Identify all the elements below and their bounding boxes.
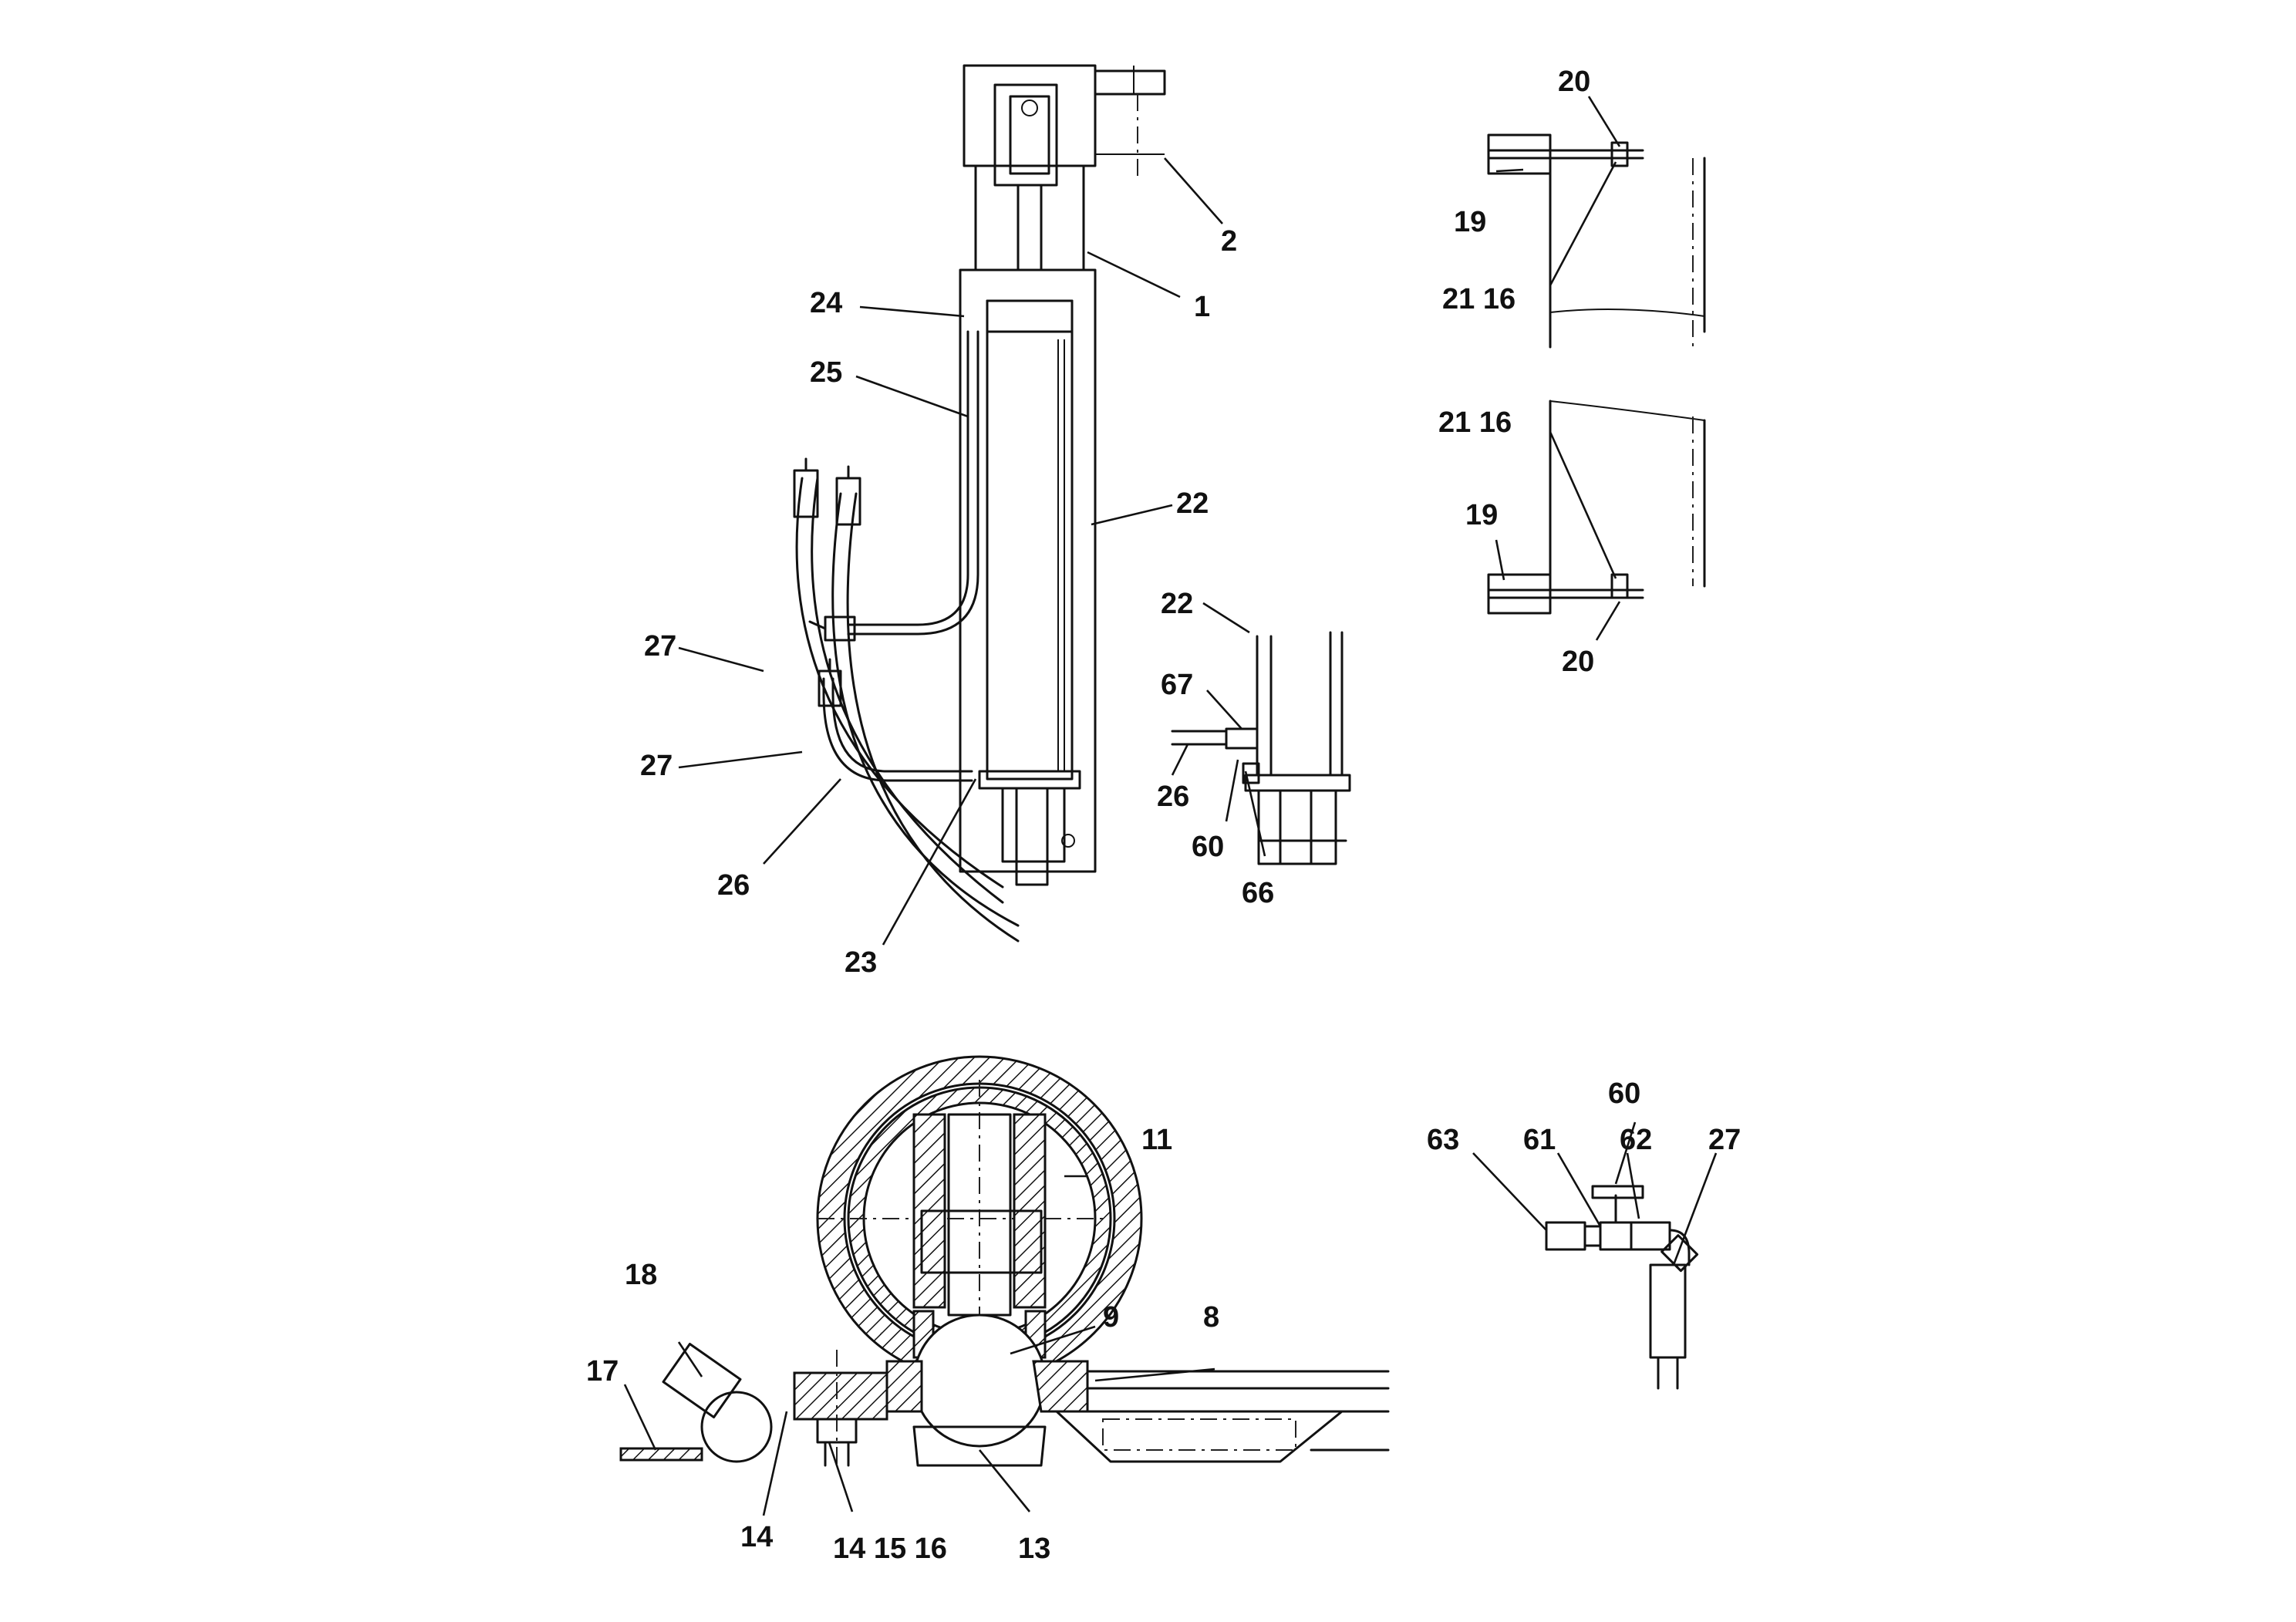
valve-assembly	[1545, 1185, 1699, 1390]
callout-63: 63	[1427, 1124, 1459, 1156]
leader-lines	[623, 96, 1718, 1516]
callout-27: 27	[640, 750, 673, 782]
callout-21-16: 21 16	[1438, 406, 1512, 439]
callout-14: 14	[740, 1521, 773, 1553]
callout-14-15-16: 14 15 16	[833, 1533, 947, 1565]
callout-21-16: 21 16	[1442, 283, 1515, 315]
callout-9: 9	[1103, 1301, 1119, 1334]
callout-61: 61	[1523, 1124, 1556, 1156]
callout-60: 60	[1608, 1077, 1640, 1110]
callout-25: 25	[810, 356, 842, 389]
callout-19: 19	[1454, 206, 1486, 238]
pivot-assembly	[619, 1055, 1390, 1467]
callout-67: 67	[1161, 669, 1193, 701]
callout-17: 17	[586, 1355, 619, 1388]
callout-2: 2	[1221, 225, 1237, 258]
callout-26: 26	[1157, 781, 1189, 813]
callout-27: 27	[1708, 1124, 1741, 1156]
callout-labels: 1 2 24 25 22 27 27 26 23 22 67 26 60 66 …	[586, 66, 1741, 1565]
callout-20: 20	[1562, 646, 1594, 678]
callout-8: 8	[1203, 1301, 1219, 1334]
callout-66: 66	[1242, 877, 1274, 909]
cylinder-assembly	[793, 64, 1166, 943]
callout-1: 1	[1194, 291, 1210, 323]
callout-24: 24	[810, 287, 842, 319]
mounting-detail-bottom	[1487, 400, 1706, 615]
callout-20: 20	[1558, 66, 1590, 98]
callout-19: 19	[1465, 499, 1498, 531]
callout-22: 22	[1161, 588, 1193, 620]
callout-27: 27	[644, 630, 676, 663]
callout-18: 18	[625, 1259, 657, 1291]
mounting-detail-top	[1487, 133, 1706, 349]
callout-22: 22	[1176, 487, 1209, 520]
cylinder-lower-detail	[1171, 631, 1351, 865]
callout-60: 60	[1192, 831, 1224, 863]
callout-13: 13	[1018, 1533, 1050, 1565]
callout-11: 11	[1141, 1124, 1172, 1156]
callout-26: 26	[717, 869, 750, 902]
callout-62: 62	[1620, 1124, 1652, 1156]
callout-23: 23	[845, 946, 877, 979]
